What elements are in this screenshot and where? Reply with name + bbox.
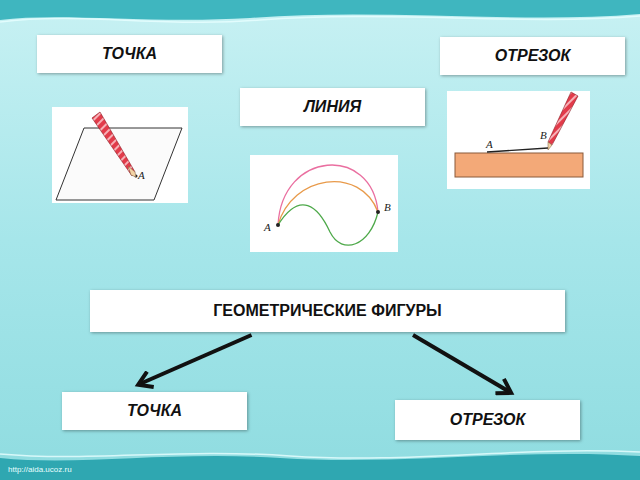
term-text: ТОЧКА (102, 45, 157, 63)
point-letter: A (486, 139, 493, 150)
term-box: ТОЧКА (62, 392, 247, 430)
term-text: ОТРЕЗОК (450, 411, 526, 429)
point-letter: A (264, 222, 271, 233)
term-box: ЛИНИЯ (240, 88, 425, 126)
plane-picture (52, 107, 188, 203)
arrow-connector (140, 335, 252, 384)
term-text: ГЕОМЕТРИЧЕСКИЕ ФИГУРЫ (213, 302, 442, 320)
point-letter: B (384, 202, 391, 213)
term-text: ТОЧКА (127, 402, 182, 420)
ruler-picture (447, 91, 590, 189)
term-text: ОТРЕЗОК (495, 47, 571, 65)
point-letter: B (540, 130, 547, 141)
lines-picture (250, 155, 398, 252)
term-text: ЛИНИЯ (304, 98, 361, 116)
watermark: http://aida.ucoz.ru (8, 466, 72, 474)
arrow-connector (413, 335, 510, 392)
point-letter: A (138, 170, 145, 181)
term-box: ОТРЕЗОК (440, 37, 625, 75)
term-box: ТОЧКА (37, 35, 222, 73)
heading-box: ГЕОМЕТРИЧЕСКИЕ ФИГУРЫ (90, 290, 565, 332)
term-box: ОТРЕЗОК (395, 400, 580, 440)
